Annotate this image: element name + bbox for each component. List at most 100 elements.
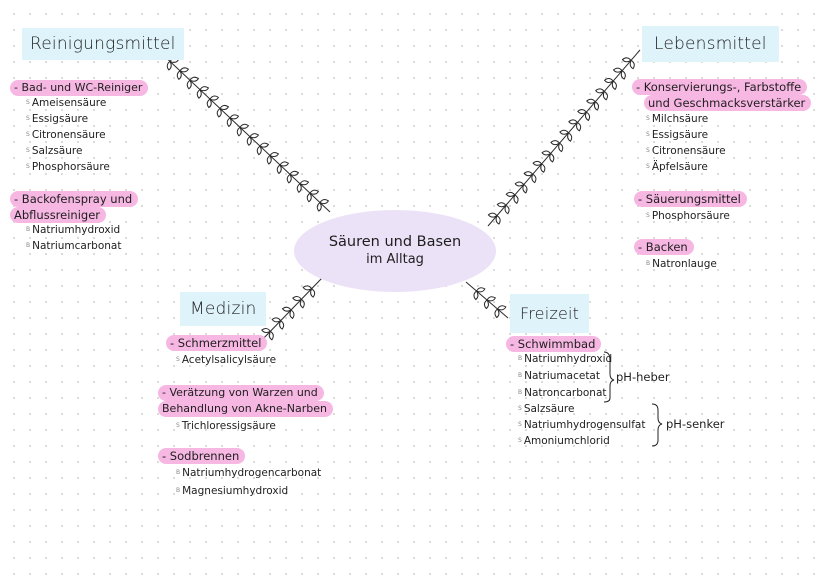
category-freizeit: Freizeit [510, 294, 590, 333]
leaf-icon [483, 299, 489, 310]
leaf-icon [256, 145, 262, 156]
leaf-icon [476, 287, 486, 293]
brace-icon [651, 403, 663, 447]
leaf-icon [166, 61, 172, 71]
leaf-icon [495, 215, 501, 225]
leaf-icon [176, 70, 182, 81]
central-topic-line2: im Alltag [366, 252, 424, 267]
leaf-icon [286, 173, 292, 184]
group-label-saeuerungsmittel: - Säuerungsmittel [634, 191, 747, 207]
leaf-icon [586, 98, 596, 104]
central-topic: Säuren und Basen im Alltag [294, 210, 496, 292]
leaf-icon [229, 114, 240, 120]
leaf-icon [611, 80, 617, 91]
leaf-icon [289, 170, 300, 176]
leaf-icon [189, 76, 200, 82]
leaf-icon [271, 317, 282, 323]
leaf-icon [179, 67, 190, 73]
group-label-abflussreiniger: Abflussreiniger [10, 207, 107, 223]
leaf-icon [281, 306, 292, 312]
brace-label-ph-senker: pH-senker [666, 417, 725, 431]
leaf-icon [531, 173, 537, 184]
group-label-bad-wc: - Bad- und WC-Reiniger [10, 80, 149, 96]
leaf-icon [269, 152, 280, 158]
leaf-icon [206, 98, 212, 109]
leaf-icon [540, 163, 546, 173]
leaf-icon [620, 70, 626, 80]
category-lebensmittel: Lebensmittel [642, 26, 779, 62]
leaf-icon [209, 95, 220, 101]
leaf-icon [593, 101, 600, 111]
leaf-icon [292, 296, 302, 302]
leaf-icon [567, 132, 573, 142]
leaf-icon [259, 142, 270, 148]
group-label-backen: - Backen [634, 239, 694, 255]
leaf-icon [279, 320, 285, 330]
leaf-icon [558, 142, 564, 153]
leaf-icon [514, 181, 525, 187]
leaf-icon [523, 171, 534, 177]
leaf-icon [249, 133, 260, 139]
leaf-icon [486, 296, 497, 302]
category-medizin: Medizin [180, 292, 267, 326]
leaf-icon [199, 86, 210, 92]
leaf-icon [603, 78, 614, 83]
leaf-icon [261, 328, 271, 334]
group-label-konservierung: - Konservierungs-, Farbstoffe [632, 79, 808, 95]
leaf-icon [505, 191, 516, 197]
leaf-icon [513, 194, 519, 204]
vine-reinigungsmittel [159, 51, 331, 213]
group-label-veraetzung: - Verätzung von Warzen und [158, 385, 324, 401]
group-label-sodbrennen: - Sodbrennen [158, 448, 246, 464]
leaf-icon [289, 309, 295, 320]
leaf-icon [494, 308, 500, 319]
leaf-icon [550, 140, 560, 146]
leaf-icon [309, 189, 320, 195]
leaf-icon [268, 330, 274, 341]
leaf-icon [226, 117, 232, 128]
leaf-icon [594, 88, 605, 94]
leaf-icon [306, 192, 312, 203]
leaf-icon [568, 119, 578, 125]
leaf-icon [319, 199, 330, 205]
leaf-icon [216, 108, 222, 118]
leaf-icon [239, 123, 250, 129]
group-label-schmerzmittel: - Schmerzmittel [166, 335, 268, 351]
leaf-icon [602, 90, 608, 101]
leaf-icon [487, 212, 498, 218]
leaf-icon [302, 285, 313, 291]
central-topic-line1: Säuren und Basen [328, 234, 462, 250]
leaf-icon [276, 164, 282, 175]
leaf-icon [577, 109, 587, 115]
leaf-icon [266, 155, 272, 165]
leaf-icon [576, 122, 582, 132]
leaf-icon [279, 161, 290, 167]
leaf-icon [522, 184, 528, 194]
vine-lebensmittel [487, 49, 641, 227]
leaf-icon [541, 150, 551, 156]
vine-medizin [259, 277, 323, 343]
group-label-geschmack: und Geschmacksverstärker [644, 95, 812, 111]
leaf-icon [299, 180, 310, 186]
leaf-icon [246, 136, 252, 146]
